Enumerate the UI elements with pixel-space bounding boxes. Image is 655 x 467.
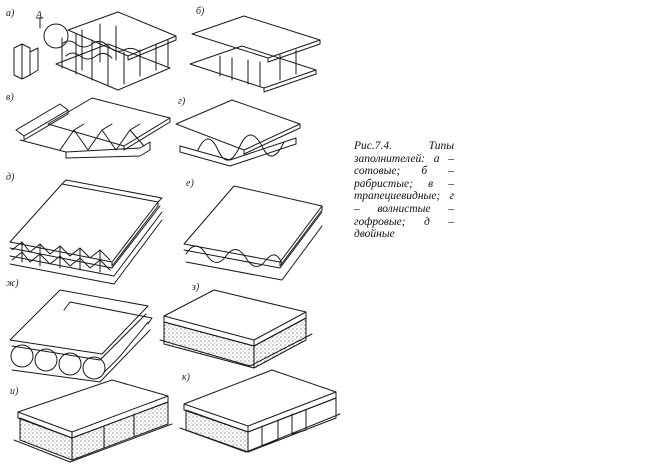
panel-e-corrugated: е) xyxy=(183,178,323,281)
panel-label-zh: ж) xyxy=(6,278,19,289)
panel-label-a: а) xyxy=(6,8,15,19)
panel-d-double: д) xyxy=(6,172,163,285)
panel-v-trapezoidal: в) xyxy=(6,92,171,159)
panel-label-z: з) xyxy=(191,282,200,293)
panel-z-foam: з) xyxy=(159,282,313,369)
panel-b-ribbed: б) xyxy=(189,6,321,93)
panel-label-v: в) xyxy=(6,92,14,103)
panel-label-d: д) xyxy=(6,172,15,183)
panel-i-boxed: и) xyxy=(10,379,173,463)
panel-zh-tubular: ж) xyxy=(6,278,153,383)
panel-label-g: г) xyxy=(178,96,186,107)
callout-label: А xyxy=(35,10,43,21)
panel-label-b: б) xyxy=(196,6,205,17)
figure-caption: Рис.7.4. Типы заполнителей: а – сотовые;… xyxy=(354,140,454,241)
panel-g-wavy: г) xyxy=(175,96,301,167)
panel-label-k: к) xyxy=(182,372,191,383)
panel-label-e: е) xyxy=(186,178,194,189)
panel-label-i: и) xyxy=(10,386,19,397)
panel-a-honeycomb: а) А xyxy=(6,8,177,91)
panel-k-ribbed-foam: к) xyxy=(179,369,341,453)
